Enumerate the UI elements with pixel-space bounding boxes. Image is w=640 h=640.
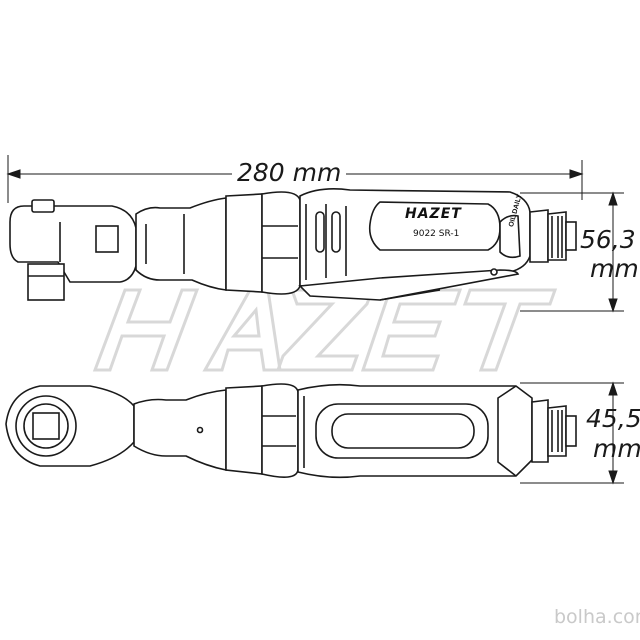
width-dimension-value: 45,5	[586, 404, 640, 433]
air-fitting-side	[547, 211, 567, 261]
width-dimension-unit: mm	[593, 434, 640, 463]
hex-nut-top	[261, 383, 299, 478]
hex-nut-side	[261, 191, 301, 295]
height-dimension-unit: mm	[590, 254, 639, 283]
collar-top	[225, 385, 263, 475]
width-dimension	[520, 381, 624, 485]
site-watermark: bolha.com	[554, 606, 640, 628]
hazet-watermark-logo	[92, 288, 558, 372]
tool-side-view	[9, 188, 577, 301]
air-inlet-top	[531, 399, 549, 463]
tool-top-view	[5, 383, 577, 479]
brand-label: HAZET	[405, 206, 462, 222]
height-dimension	[520, 191, 624, 313]
reverse-switch	[31, 199, 55, 213]
square-drive-top	[32, 412, 60, 440]
air-fitting-top	[547, 405, 567, 457]
model-label: 9022 SR-1	[413, 229, 460, 239]
label-plate	[368, 201, 501, 251]
length-dimension-label: 280 mm	[232, 160, 347, 185]
neck-side	[135, 197, 227, 291]
square-drive	[27, 263, 65, 301]
height-dimension-value: 56,3	[580, 225, 636, 254]
air-inlet-side	[529, 209, 549, 263]
collar-side	[225, 193, 263, 293]
neck-top	[133, 389, 227, 471]
trigger-lever	[298, 269, 520, 301]
